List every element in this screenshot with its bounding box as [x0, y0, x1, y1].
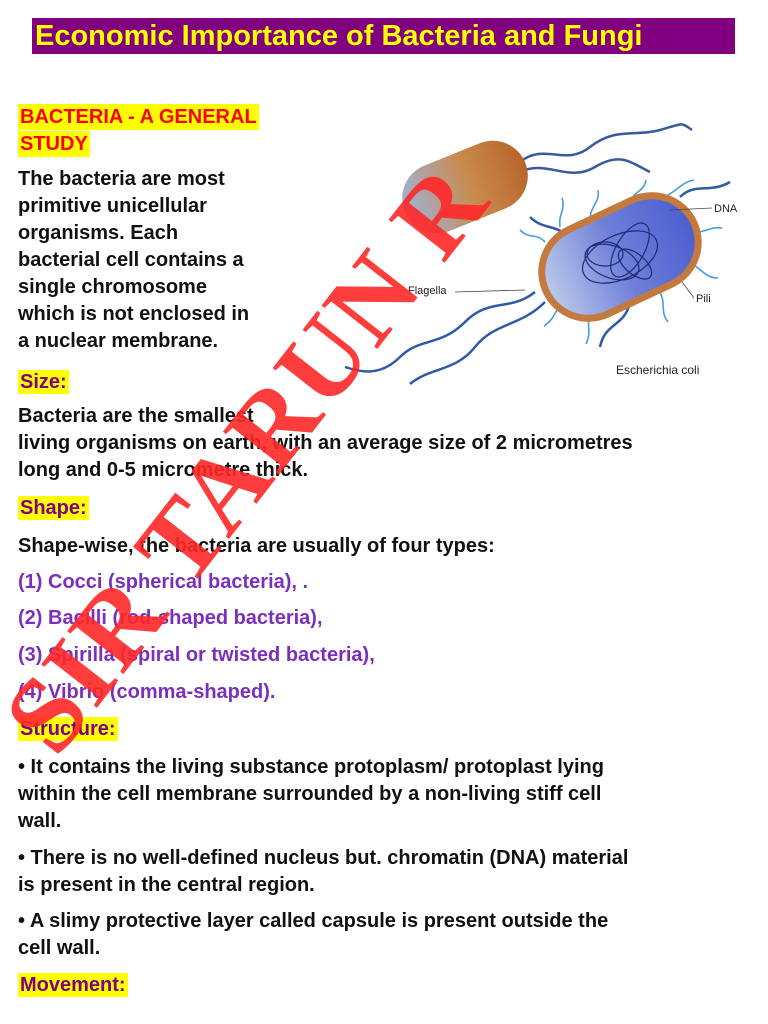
structure-point: • There is no well-defined nucleus but. …: [18, 845, 758, 899]
shape-item-vibrio: (4) Vibrio (comma-shaped).: [18, 681, 276, 703]
intro-line: organisms. Each: [18, 222, 179, 244]
structure-line: • There is no well-defined nucleus but. …: [18, 847, 629, 869]
structure-point: • It contains the living substance proto…: [18, 754, 758, 835]
ecoli-diagram: DNA Flagella Pili Escherichia coli: [330, 122, 750, 392]
structure-point: • A slimy protective layer called capsul…: [18, 908, 758, 962]
size-line: Bacteria are the smallest: [18, 405, 254, 427]
flagella-label: Flagella: [408, 285, 447, 297]
structure-heading: Structure:: [18, 717, 118, 741]
figure-caption: Escherichia coli: [616, 363, 699, 377]
structure-line: wall.: [18, 810, 62, 832]
intro-line: which is not enclosed in: [18, 303, 250, 325]
movement-heading: Movement:: [18, 973, 128, 997]
size-heading-wrap: Size:: [18, 369, 69, 396]
intro-line: primitive unicellular: [18, 195, 207, 217]
intro-line: single chromosome: [18, 276, 207, 298]
structure-line: • A slimy protective layer called capsul…: [18, 910, 609, 932]
shape-heading: Shape:: [18, 496, 89, 520]
structure-heading-wrap: Structure:: [18, 716, 118, 743]
back-bacterium: [402, 140, 528, 234]
size-heading: Size:: [18, 370, 69, 394]
intro-line: a nuclear membrane.: [18, 330, 219, 352]
label-leaders: [454, 207, 713, 299]
dna-label: DNA: [714, 203, 738, 215]
shape-item-cocci: (1) Cocci (spherical bacteria), .: [18, 571, 309, 593]
section-heading-line1: BACTERIA - A GENERAL: [18, 104, 259, 130]
dna-tangle: [581, 222, 659, 284]
size-line: long and 0-5 micrometre thick.: [18, 459, 309, 481]
shape-heading-wrap: Shape:: [18, 495, 89, 522]
size-line: living organisms on earth, with an avera…: [18, 432, 633, 454]
section-heading-bacteria: BACTERIA - A GENERAL STUDY: [18, 104, 259, 158]
intro-line: The bacteria are most: [18, 168, 225, 190]
page-title: Economic Importance of Bacteria and Fung…: [32, 18, 735, 54]
structure-line: within the cell membrane surrounded by a…: [18, 783, 602, 805]
shape-intro: Shape-wise, the bacteria are usually of …: [18, 535, 495, 557]
back-cell-flagella: [519, 123, 693, 174]
size-paragraph: Bacteria are the smallest living organis…: [18, 403, 758, 484]
pili-label: Pili: [696, 293, 711, 305]
shape-item-spirilla: (3) Spirilla (spiral or twisted bacteria…: [18, 644, 375, 666]
shape-item-bacilli: (2) Bacilli (rod-shaped bacteria),: [18, 607, 323, 629]
front-bacterium: [538, 192, 702, 322]
ecoli-illustration: DNA Flagella Pili Escherichia coli: [344, 123, 738, 385]
intro-paragraph: The bacteria are most primitive unicellu…: [18, 166, 318, 355]
section-heading-line2: STUDY: [18, 131, 90, 157]
movement-heading-wrap: Movement:: [18, 972, 128, 999]
intro-line: bacterial cell contains a: [18, 249, 244, 271]
structure-line: cell wall.: [18, 937, 101, 959]
structure-line: is present in the central region.: [18, 874, 315, 896]
structure-line: • It contains the living substance proto…: [18, 756, 604, 778]
